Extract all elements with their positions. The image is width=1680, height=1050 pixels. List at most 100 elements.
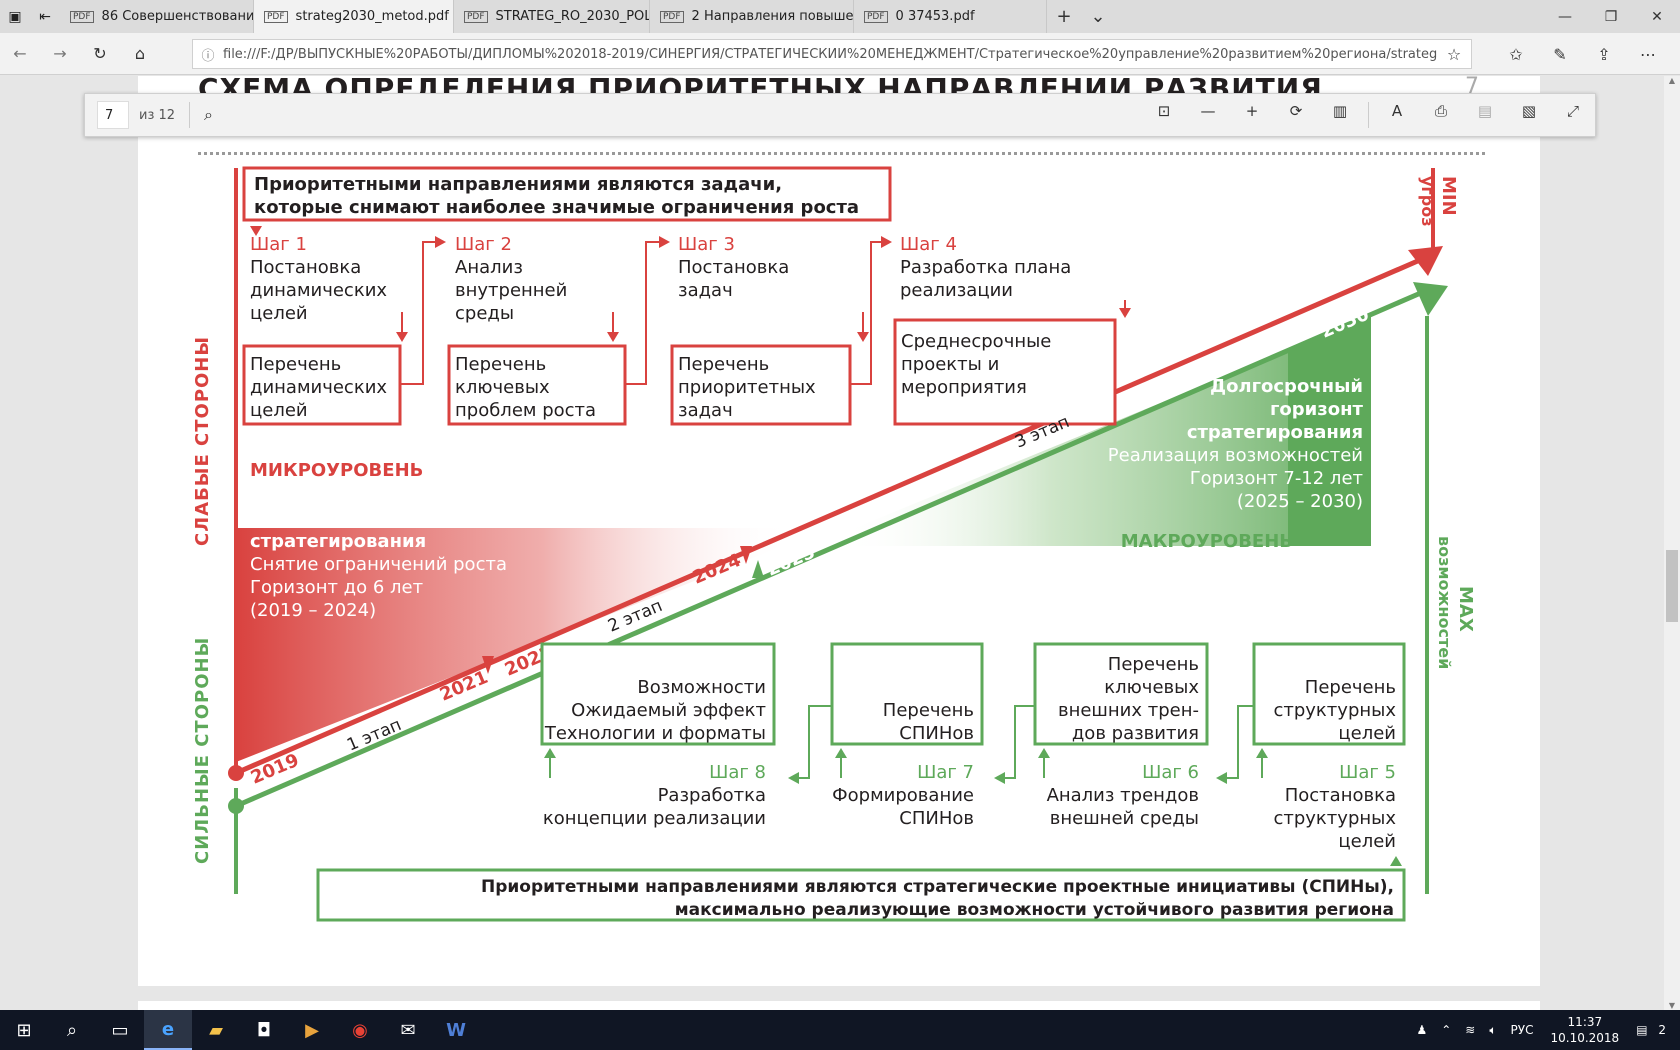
favorites-icon[interactable]: ✩ — [1509, 44, 1523, 64]
rotate-icon[interactable]: ⟳ — [1289, 102, 1303, 120]
read-aloud-icon[interactable]: A — [1391, 102, 1403, 120]
fit-page-icon[interactable]: ⊡ — [1157, 102, 1171, 120]
search-icon[interactable]: ⌕ — [204, 105, 214, 124]
url-field[interactable]: ⓘ file:///F:/ДР/ВЫПУСКНЫЕ%20РАБОТЫ/ДИПЛО… — [192, 39, 1472, 69]
tab-preview-chevron-icon[interactable]: ⌄ — [1090, 6, 1106, 27]
connector-5-6 — [1226, 705, 1254, 779]
next-pdf-page — [138, 1001, 1540, 1010]
step-4-box-2: проекты и — [901, 354, 999, 375]
close-window-icon[interactable]: ✕ — [1651, 8, 1663, 25]
clock-time: 11:37 — [1567, 1015, 1603, 1029]
step-4-box-3: мероприятия — [901, 377, 1027, 398]
step-4: Шаг 4 Разработка плана реализации Средне… — [893, 234, 1131, 426]
scrollbar-thumb[interactable] — [1666, 550, 1678, 622]
pdf-icon: PDF — [264, 10, 288, 23]
start-icon[interactable]: ⊞ — [16, 1019, 32, 1041]
save-as-icon[interactable]: ▧ — [1521, 102, 1537, 120]
word-icon[interactable]: W — [446, 1019, 466, 1041]
tab-manager-icon[interactable]: ▣ — [8, 8, 22, 25]
mail-icon[interactable]: ✉ — [400, 1019, 416, 1041]
long-term-title-1: Долгосрочный — [1210, 376, 1363, 397]
people-icon[interactable]: ♟ — [1416, 1023, 1428, 1037]
connector-7-8 — [798, 705, 832, 779]
pdf-page: СХЕМА ОПРЕДЕЛЕНИЯ ПРИОРИТЕТНЫХ НАПРАВЛЕН… — [138, 76, 1540, 986]
long-term-title-3: стратегирования — [1187, 422, 1363, 443]
zoom-out-icon[interactable]: — — [1200, 102, 1216, 120]
pen-icon[interactable]: ✎ — [1553, 44, 1567, 64]
clock[interactable]: 11:37 10.10.2018 — [1540, 1014, 1629, 1046]
info-icon[interactable]: ⓘ — [201, 48, 215, 64]
pdf-icon: PDF — [864, 10, 888, 23]
step-6-box-2: ключевых — [1104, 677, 1199, 698]
step-8-desc-2: концепции реализации — [543, 808, 766, 829]
scroll-down-icon[interactable]: ▼ — [1668, 1001, 1676, 1010]
window-controls: — ❐ ✕ — [1542, 9, 1680, 25]
pdf-toolbar: 7 из 12 ⌕ ⊡ — + ⟳ ▥ A ⎙ ▤ ▧ ⤢ — [84, 93, 1596, 137]
forward-icon[interactable]: → — [53, 44, 67, 63]
step-2-desc-1: Анализ — [455, 257, 523, 278]
step-3: Шаг 3 Постановка задач Перечень приорите… — [670, 234, 892, 426]
keyboard-language[interactable]: РУС — [1510, 1023, 1534, 1037]
fullscreen-icon[interactable]: ⤢ — [1566, 102, 1579, 120]
connector-1-2 — [400, 241, 436, 385]
step-1: Шаг 1 Постановка динамических целей Пере… — [242, 234, 446, 426]
step-5-box — [1252, 642, 1406, 746]
more-icon[interactable]: ⋯ — [1640, 44, 1656, 64]
save-icon[interactable]: ▤ — [1477, 102, 1493, 120]
print-icon[interactable]: ⎙ — [1434, 102, 1447, 120]
task-view-icon[interactable]: ▭ — [111, 1019, 129, 1041]
step-1-desc-2: динамических — [250, 280, 387, 301]
back-icon[interactable]: ← — [13, 44, 27, 63]
notification-count: 2 — [1658, 1023, 1666, 1037]
url-text: file:///F:/ДР/ВЫПУСКНЫЕ%20РАБОТЫ/ДИПЛОМЫ… — [223, 46, 1437, 62]
red-start-dot — [228, 765, 244, 781]
home-icon[interactable]: ⌂ — [134, 44, 146, 63]
long-term-title-2: горизонт — [1270, 399, 1364, 420]
marker-2025 — [752, 560, 764, 578]
edge-browser-icon[interactable]: e — [144, 1010, 192, 1050]
opportunities-label: возможностей — [1435, 536, 1454, 669]
tray-chevron-icon[interactable]: ⌃ — [1441, 1023, 1452, 1037]
marker-2021 — [482, 656, 494, 674]
refresh-icon[interactable]: ↻ — [93, 44, 107, 63]
zoom-in-icon[interactable]: + — [1245, 102, 1259, 120]
chrome-icon[interactable]: ◉ — [352, 1019, 368, 1041]
divider — [1368, 102, 1369, 128]
store-icon[interactable]: ◘ — [256, 1019, 272, 1041]
minimize-icon[interactable]: — — [1558, 8, 1572, 25]
bottom-header-line-1: Приоритетными направлениями являются стр… — [481, 877, 1394, 897]
network-icon[interactable]: ≋ — [1465, 1023, 1476, 1037]
notifications-icon[interactable]: ▤ 2 — [1629, 1023, 1680, 1037]
windows-taskbar: ⊞ ⌕ ▭ e ▰ ◘ ▶ ◉ ✉ W ♟ ⌃ ≋ 🔈︎ РУС 11:37 1… — [0, 1010, 1680, 1050]
media-player-icon[interactable]: ▶ — [305, 1019, 319, 1041]
new-tab-button[interactable]: + — [1056, 6, 1072, 27]
step-4-desc-1: Разработка плана — [900, 257, 1071, 278]
long-term-area-solid — [1288, 316, 1371, 546]
step-3-desc-1: Постановка — [678, 257, 789, 278]
step-2-desc-2: внутренней — [455, 280, 567, 301]
favorite-star-icon[interactable]: ☆ — [1446, 44, 1462, 64]
vertical-scrollbar[interactable]: ▲ ▼ — [1664, 76, 1680, 1010]
top-header-arrow — [250, 226, 262, 236]
volume-icon[interactable]: 🔈︎ — [1489, 1022, 1497, 1037]
search-icon[interactable]: ⌕ — [66, 1019, 78, 1041]
file-explorer-icon[interactable]: ▰ — [209, 1019, 223, 1041]
restore-icon[interactable]: ❐ — [1604, 8, 1618, 25]
pdf-viewer: СХЕМА ОПРЕДЕЛЕНИЯ ПРИОРИТЕТНЫХ НАПРАВЛЕН… — [0, 76, 1680, 1010]
step-6: Перечень ключевых внешних трен- дов разв… — [994, 642, 1209, 829]
connector-3-4-arrowhead — [881, 236, 892, 248]
set-aside-tabs-icon[interactable]: ⇤ — [39, 8, 51, 25]
scroll-up-icon[interactable]: ▲ — [1668, 76, 1676, 85]
page-number-input[interactable]: 7 — [97, 101, 129, 129]
step-6-up-arrowhead — [1038, 748, 1050, 758]
step-5-up-arrowhead — [1256, 748, 1268, 758]
step-8-label: Шаг 8 — [709, 762, 766, 783]
page-view-icon[interactable]: ▥ — [1332, 102, 1348, 120]
system-tray: ♟ ⌃ ≋ 🔈︎ РУС 11:37 10.10.2018 ▤ 2 — [1409, 1014, 1680, 1046]
share-icon[interactable]: ⇪ — [1597, 44, 1611, 64]
